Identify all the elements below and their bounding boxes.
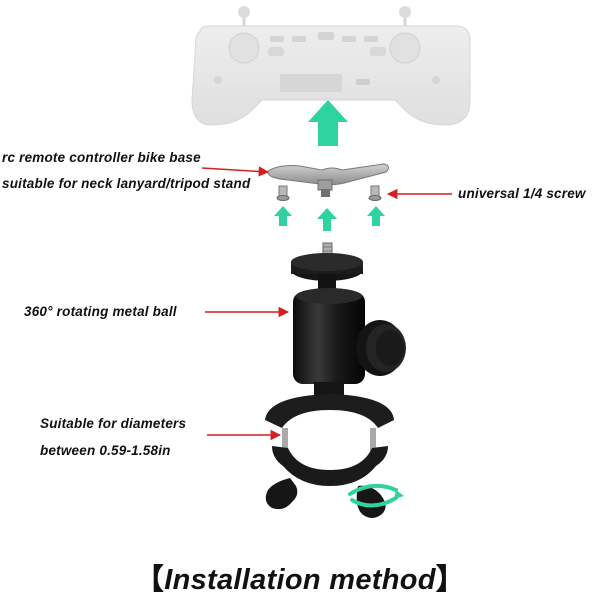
bike-clamp-image xyxy=(265,382,404,518)
callout-diameter-line2: between 0.59-1.58in xyxy=(40,443,171,458)
base-plate-image xyxy=(267,163,390,197)
callout-ball: 360° rotating metal ball xyxy=(24,304,177,319)
bracket-close: 】 xyxy=(435,564,466,596)
left-screw-image xyxy=(276,185,290,201)
callout-screw: universal 1/4 screw xyxy=(458,186,586,201)
right-screw-image xyxy=(368,185,382,201)
small-up-arrow-icon xyxy=(367,206,385,226)
bracket-open: 【 xyxy=(134,564,165,596)
callout-rc-base-line2: suitable for neck lanyard/tripod stand xyxy=(2,176,251,191)
installation-title-text: Installation method xyxy=(164,564,436,596)
installation-title: 【Installation method】 xyxy=(0,556,600,598)
callout-diameter-line1: Suitable for diameters xyxy=(40,416,187,431)
small-up-arrow-icon xyxy=(317,208,337,231)
remote-controller-image xyxy=(191,6,471,126)
callout-rc-base-line1: rc remote controller bike base xyxy=(2,150,201,165)
pointer-rc-base xyxy=(201,166,270,177)
large-up-arrow-icon xyxy=(308,100,348,146)
ball-head-mount-image xyxy=(291,242,406,384)
small-up-arrow-icon xyxy=(274,206,292,226)
